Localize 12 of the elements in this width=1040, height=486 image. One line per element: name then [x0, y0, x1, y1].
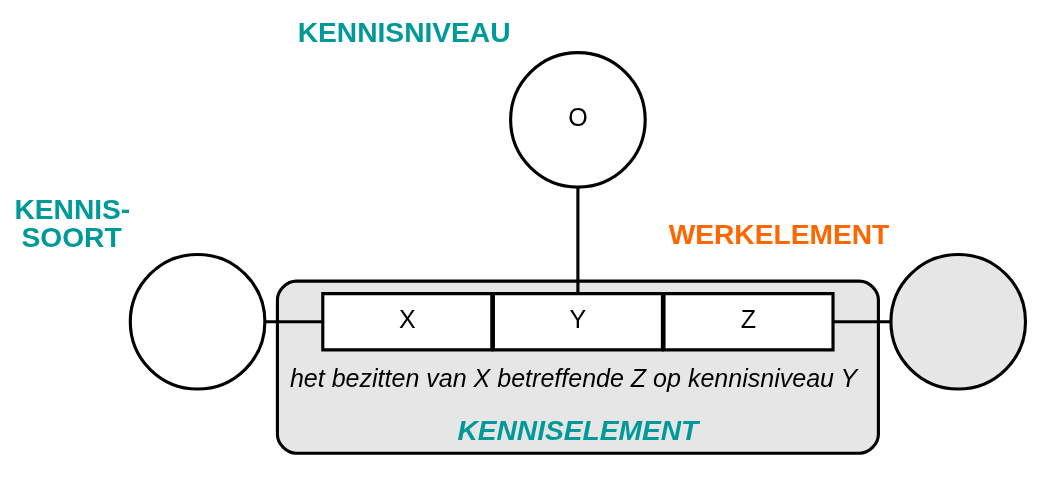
connector: [576, 187, 580, 293]
node-circle: O: [509, 50, 647, 189]
connector: [833, 319, 891, 323]
node-box: Z: [662, 291, 835, 351]
node-circle: [128, 252, 267, 391]
node-label: WERKELEMENT: [668, 217, 890, 250]
node-box: Y: [491, 291, 664, 351]
node-circle: [889, 252, 1028, 391]
connector: [265, 319, 323, 323]
node-label: KENNIS- SOORT: [14, 192, 131, 253]
node-label: KENNISNIVEAU: [297, 15, 511, 48]
node-box: X: [321, 291, 494, 351]
